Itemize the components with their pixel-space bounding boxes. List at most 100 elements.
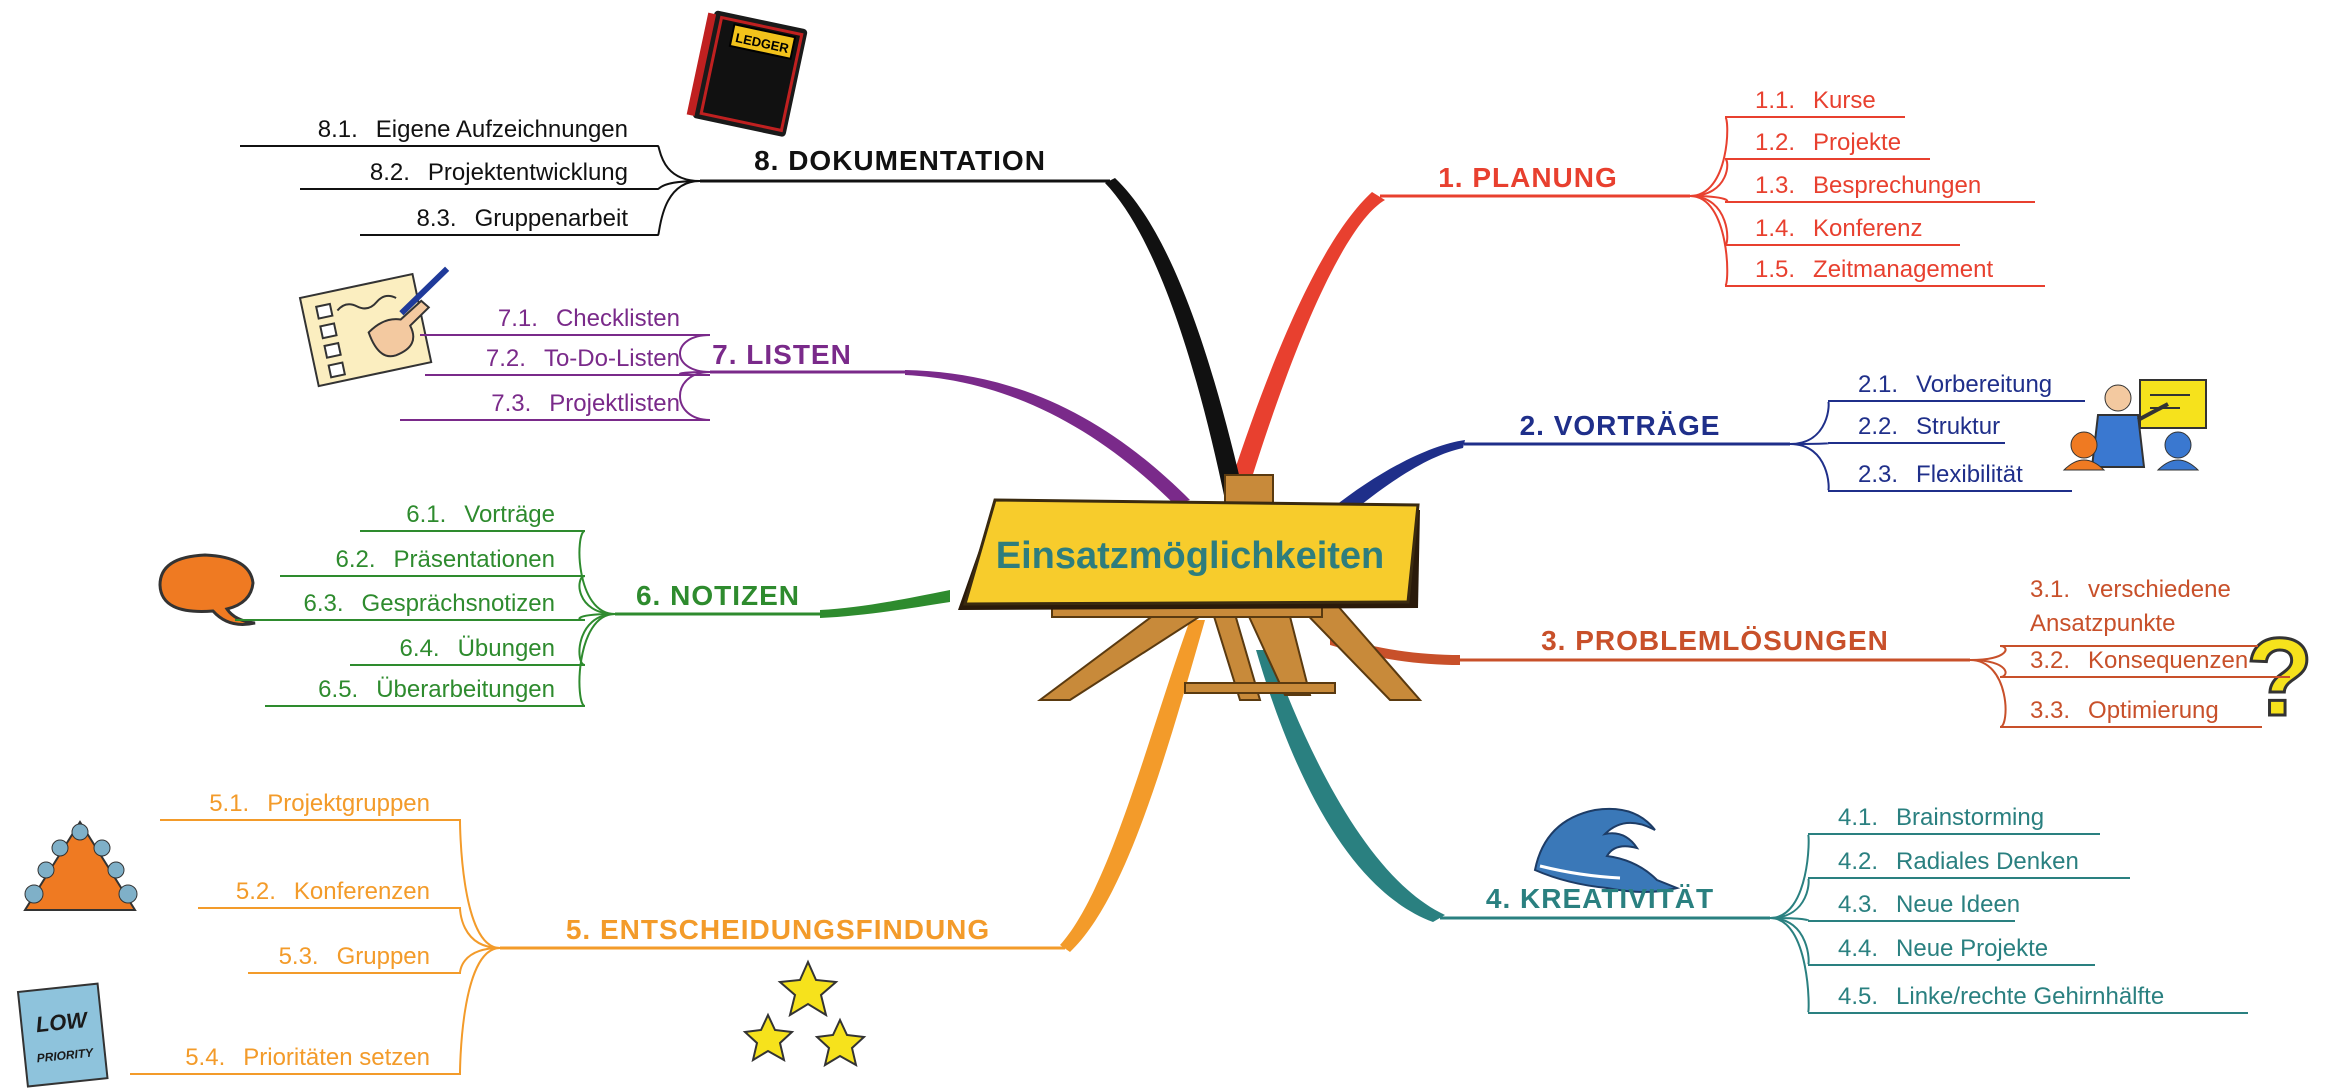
sub-item-connector xyxy=(1789,443,2072,492)
sub-item-text: Gesprächsnotizen xyxy=(362,590,555,617)
branch-listen: 7. LISTEN7.1.Checklisten7.2.To-Do-Listen… xyxy=(400,305,1190,505)
sub-item-number: 3.3. xyxy=(2030,697,2070,724)
sub-item-number: 1.5. xyxy=(1755,256,1795,283)
branch-title: 6. NOTIZEN xyxy=(636,580,800,611)
sub-item-6-1: 6.1.Vorträge xyxy=(406,501,555,528)
branch-trunk xyxy=(905,370,1190,505)
sub-item-text: Neue Ideen xyxy=(1896,891,2020,918)
sub-item-number: 4.4. xyxy=(1838,935,1878,962)
sub-item-number: 5.4. xyxy=(185,1044,225,1071)
sub-item-1-2: 1.2.Projekte xyxy=(1755,129,1901,156)
sub-item-connector xyxy=(1769,917,2095,966)
sub-item-7-3: 7.3.Projektlisten xyxy=(491,390,680,417)
branch-trunk xyxy=(1256,650,1445,922)
sub-item-number: 5.1. xyxy=(209,790,249,817)
sub-item-text-line2: Ansatzpunkte xyxy=(2030,610,2175,637)
sub-item-number: 1.1. xyxy=(1755,87,1795,114)
sub-item-number: 1.4. xyxy=(1755,215,1795,242)
sub-item-text: Kurse xyxy=(1813,87,1876,114)
branch-title: 5. ENTSCHEIDUNGSFINDUNG xyxy=(566,914,990,945)
sub-item-connector xyxy=(360,180,701,236)
branch-title: 1. PLANUNG xyxy=(1438,162,1618,193)
sub-item-6-3: 6.3.Gesprächsnotizen xyxy=(304,590,555,617)
sub-item-number: 4.1. xyxy=(1838,804,1878,831)
sub-item-text: verschiedene xyxy=(2088,576,2231,603)
sub-item-8-3: 8.3. Gruppenarbeit xyxy=(417,205,629,232)
sub-item-4-2: 4.2.Radiales Denken xyxy=(1838,848,2079,875)
sub-item-connector xyxy=(350,613,616,666)
sub-item-text: Gruppenarbeit xyxy=(475,205,629,232)
sub-item-connector xyxy=(420,334,711,373)
sub-item-number: 3.1. xyxy=(2030,576,2070,603)
sub-item-number: 2.1. xyxy=(1858,371,1898,398)
sub-item-connector xyxy=(280,575,616,615)
sub-item-number: 8.1. xyxy=(318,116,358,143)
sub-item-text: Projektentwicklung xyxy=(428,159,628,186)
sub-item-text: Überarbeitungen xyxy=(376,676,555,703)
sub-item-number: 8.3. xyxy=(417,205,457,232)
sub-item-text: Neue Projekte xyxy=(1896,935,2048,962)
sub-item-number: 2.3. xyxy=(1858,461,1898,488)
sub-item-2-1: 2.1. Vorbereitung xyxy=(1858,371,2052,398)
sub-item-text: Vorträge xyxy=(464,501,555,528)
sub-item-connector xyxy=(1689,195,2035,203)
branch-planung: 1. PLANUNG 1.1. Kurse 1.2.Projekte 1.3.Bespr… xyxy=(1225,87,2045,500)
sub-item-text: Checklisten xyxy=(556,305,680,332)
presenter-icon xyxy=(2062,379,2207,471)
sub-item-connector xyxy=(300,180,701,190)
sub-item-4-4: 4.4. Neue Projekte xyxy=(1838,935,2048,962)
ledger-book-icon: LEDGER xyxy=(686,10,808,137)
branch-entscheidungsfindung: 5. ENTSCHEIDUNGSFINDUNG 5.1. Projektgruppe… xyxy=(130,620,1205,1075)
low-priority-label-1: LOW xyxy=(35,1007,91,1037)
sub-item-text: Vorbereitung xyxy=(1916,371,2052,398)
sub-item-number: 7.3. xyxy=(491,390,531,417)
sub-item-4-3: 4.3. Neue Ideen xyxy=(1838,891,2020,918)
stars-icon xyxy=(742,959,867,1068)
sub-item-connector xyxy=(235,613,616,621)
sub-item-number: 4.3. xyxy=(1838,891,1878,918)
sub-item-text: Besprechungen xyxy=(1813,172,1981,199)
sub-item-connector xyxy=(1769,917,2015,922)
sub-item-connector xyxy=(425,371,711,376)
sub-item-1-1: 1.1. Kurse xyxy=(1755,87,1876,114)
sub-item-text: Struktur xyxy=(1916,413,2000,440)
sub-item-number: 2.2. xyxy=(1858,413,1898,440)
branch-title: 8. DOKUMENTATION xyxy=(754,145,1046,176)
sub-item-2-3: 2.3.Flexibilität xyxy=(1858,461,2023,488)
easel-board: Einsatzmöglichkeiten xyxy=(958,474,1423,701)
sub-item-8-1: 8.1.Eigene Aufzeichnungen xyxy=(318,116,628,143)
sub-item-number: 6.5. xyxy=(318,676,358,703)
sub-item-4-1: 4.1.Brainstorming xyxy=(1838,804,2044,831)
sub-item-text: Projektgruppen xyxy=(267,790,430,817)
sub-item-3-1: 3.1. verschiedene xyxy=(2030,576,2231,603)
sub-item-6-4: 6.4.Übungen xyxy=(400,635,555,662)
sub-item-connector xyxy=(1689,116,1905,197)
sub-item-text: Prioritäten setzen xyxy=(243,1044,430,1071)
sub-item-connector xyxy=(198,907,501,949)
sub-item-connector xyxy=(1769,877,2130,919)
sub-item-text: Übungen xyxy=(458,635,555,662)
sub-item-5-3: 5.3.Gruppen xyxy=(279,943,430,970)
branch-problemloesungen: 3. PROBLEMLÖSUNGEN3.1.verschiedeneAnsatz… xyxy=(1330,576,2290,728)
checklist-icon xyxy=(298,266,450,388)
branch-title: 7. LISTEN xyxy=(712,339,852,370)
sub-item-connector xyxy=(1689,158,1930,197)
sub-item-text: Optimierung xyxy=(2088,697,2219,724)
meeting-table-icon xyxy=(23,820,138,911)
branch-trunk xyxy=(1105,178,1245,500)
sub-item-text: Zeitmanagement xyxy=(1813,256,1993,283)
branch-trunk xyxy=(1225,192,1385,500)
center-label: Einsatzmöglichkeiten xyxy=(996,535,1385,577)
sub-item-1-3: 1.3.Besprechungen xyxy=(1755,172,1981,199)
sub-item-5-4: 5.4. Prioritäten setzen xyxy=(185,1044,430,1071)
sub-item-2-2: 2.2. Struktur xyxy=(1858,413,2000,440)
sub-item-connector xyxy=(160,819,501,949)
sub-item-connector xyxy=(240,145,701,182)
sub-item-number: 1.2. xyxy=(1755,129,1795,156)
sub-item-text: To-Do-Listen xyxy=(544,345,680,372)
sub-item-number: 3.2. xyxy=(2030,647,2070,674)
sub-item-1-4: 1.4.Konferenz xyxy=(1755,215,1922,242)
sub-item-connector xyxy=(400,371,711,421)
wave-icon xyxy=(1533,807,1681,893)
sub-item-3-3: 3.3. Optimierung xyxy=(2030,697,2219,724)
